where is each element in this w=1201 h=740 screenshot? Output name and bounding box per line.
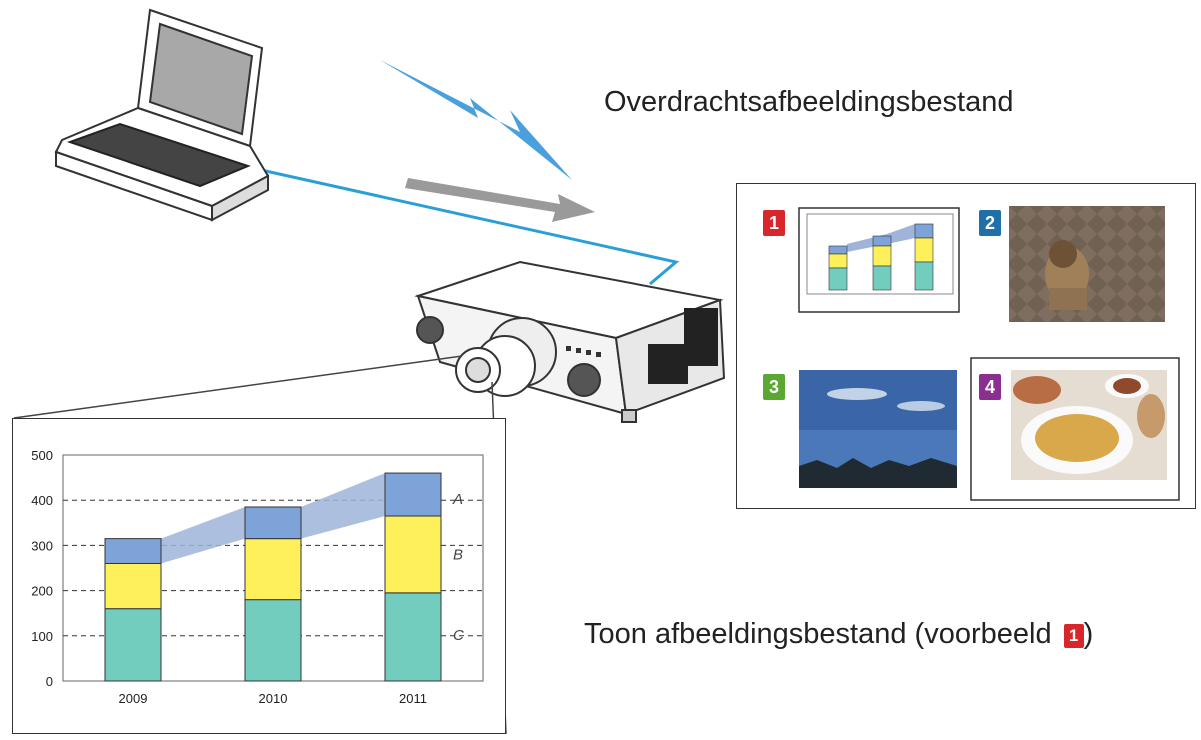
segment-label-A: A xyxy=(452,491,463,508)
display-caption-close: ) xyxy=(1084,618,1094,650)
stacked-bar-chart: 0 100 200 300 400 500 2009 2010 2011 A B C xyxy=(13,419,507,735)
thumb-1-chart xyxy=(807,214,953,294)
thumb-badge-4: 4 xyxy=(979,374,1001,400)
projector-icon xyxy=(417,262,724,422)
laptop-icon xyxy=(56,10,268,220)
projection-ray xyxy=(14,356,462,418)
thumb-3-sky-photo xyxy=(799,370,957,488)
display-caption-badge: 1 xyxy=(1064,624,1084,648)
projected-chart-panel: 0 100 200 300 400 500 2009 2010 2011 A B C xyxy=(12,418,506,734)
thumb-4-food-photo xyxy=(1011,370,1167,480)
thumb-badge-3: 3 xyxy=(763,374,785,400)
y-tick-label-400: 400 xyxy=(31,493,53,508)
x-tick-label-2010: 2010 xyxy=(259,691,288,706)
segment-label-C: C xyxy=(453,627,464,644)
image-thumbnails-panel: 1 2 3 4 xyxy=(736,183,1196,509)
thumb-2-lion-photo xyxy=(1009,206,1165,322)
transfer-title: Overdrachtsafbeeldingsbestand xyxy=(604,86,1013,119)
x-tick-label-2009: 2009 xyxy=(119,691,148,706)
bar-2011-B xyxy=(385,516,441,593)
display-caption: Toon afbeeldingsbestand (voorbeeld 1) xyxy=(584,618,1093,651)
x-tick-label-2011: 2011 xyxy=(399,691,427,706)
y-tick-label-300: 300 xyxy=(31,538,53,553)
bar-2010-B xyxy=(245,539,301,600)
y-tick-label-200: 200 xyxy=(31,584,53,599)
display-caption-text: Toon afbeeldingsbestand (voorbeeld xyxy=(584,618,1052,650)
segment-label-B: B xyxy=(453,546,463,563)
lan-cable xyxy=(252,168,676,284)
y-tick-label-0: 0 xyxy=(46,674,53,689)
bar-2009-B xyxy=(105,563,161,608)
bar-2010-C xyxy=(245,600,301,681)
thumb-badge-1: 1 xyxy=(763,210,785,236)
bar-2011-A xyxy=(385,473,441,516)
y-tick-label-500: 500 xyxy=(31,448,53,463)
bar-2010-A xyxy=(245,507,301,539)
bar-2011-C xyxy=(385,593,441,681)
y-tick-label-100: 100 xyxy=(31,629,53,644)
wireless-signal-icon xyxy=(380,60,572,180)
bar-2009-A xyxy=(105,539,161,564)
thumb-badge-2: 2 xyxy=(979,210,1001,236)
bar-2009-C xyxy=(105,609,161,681)
thumbnails-canvas xyxy=(737,184,1197,510)
transfer-arrow-icon xyxy=(405,178,595,222)
